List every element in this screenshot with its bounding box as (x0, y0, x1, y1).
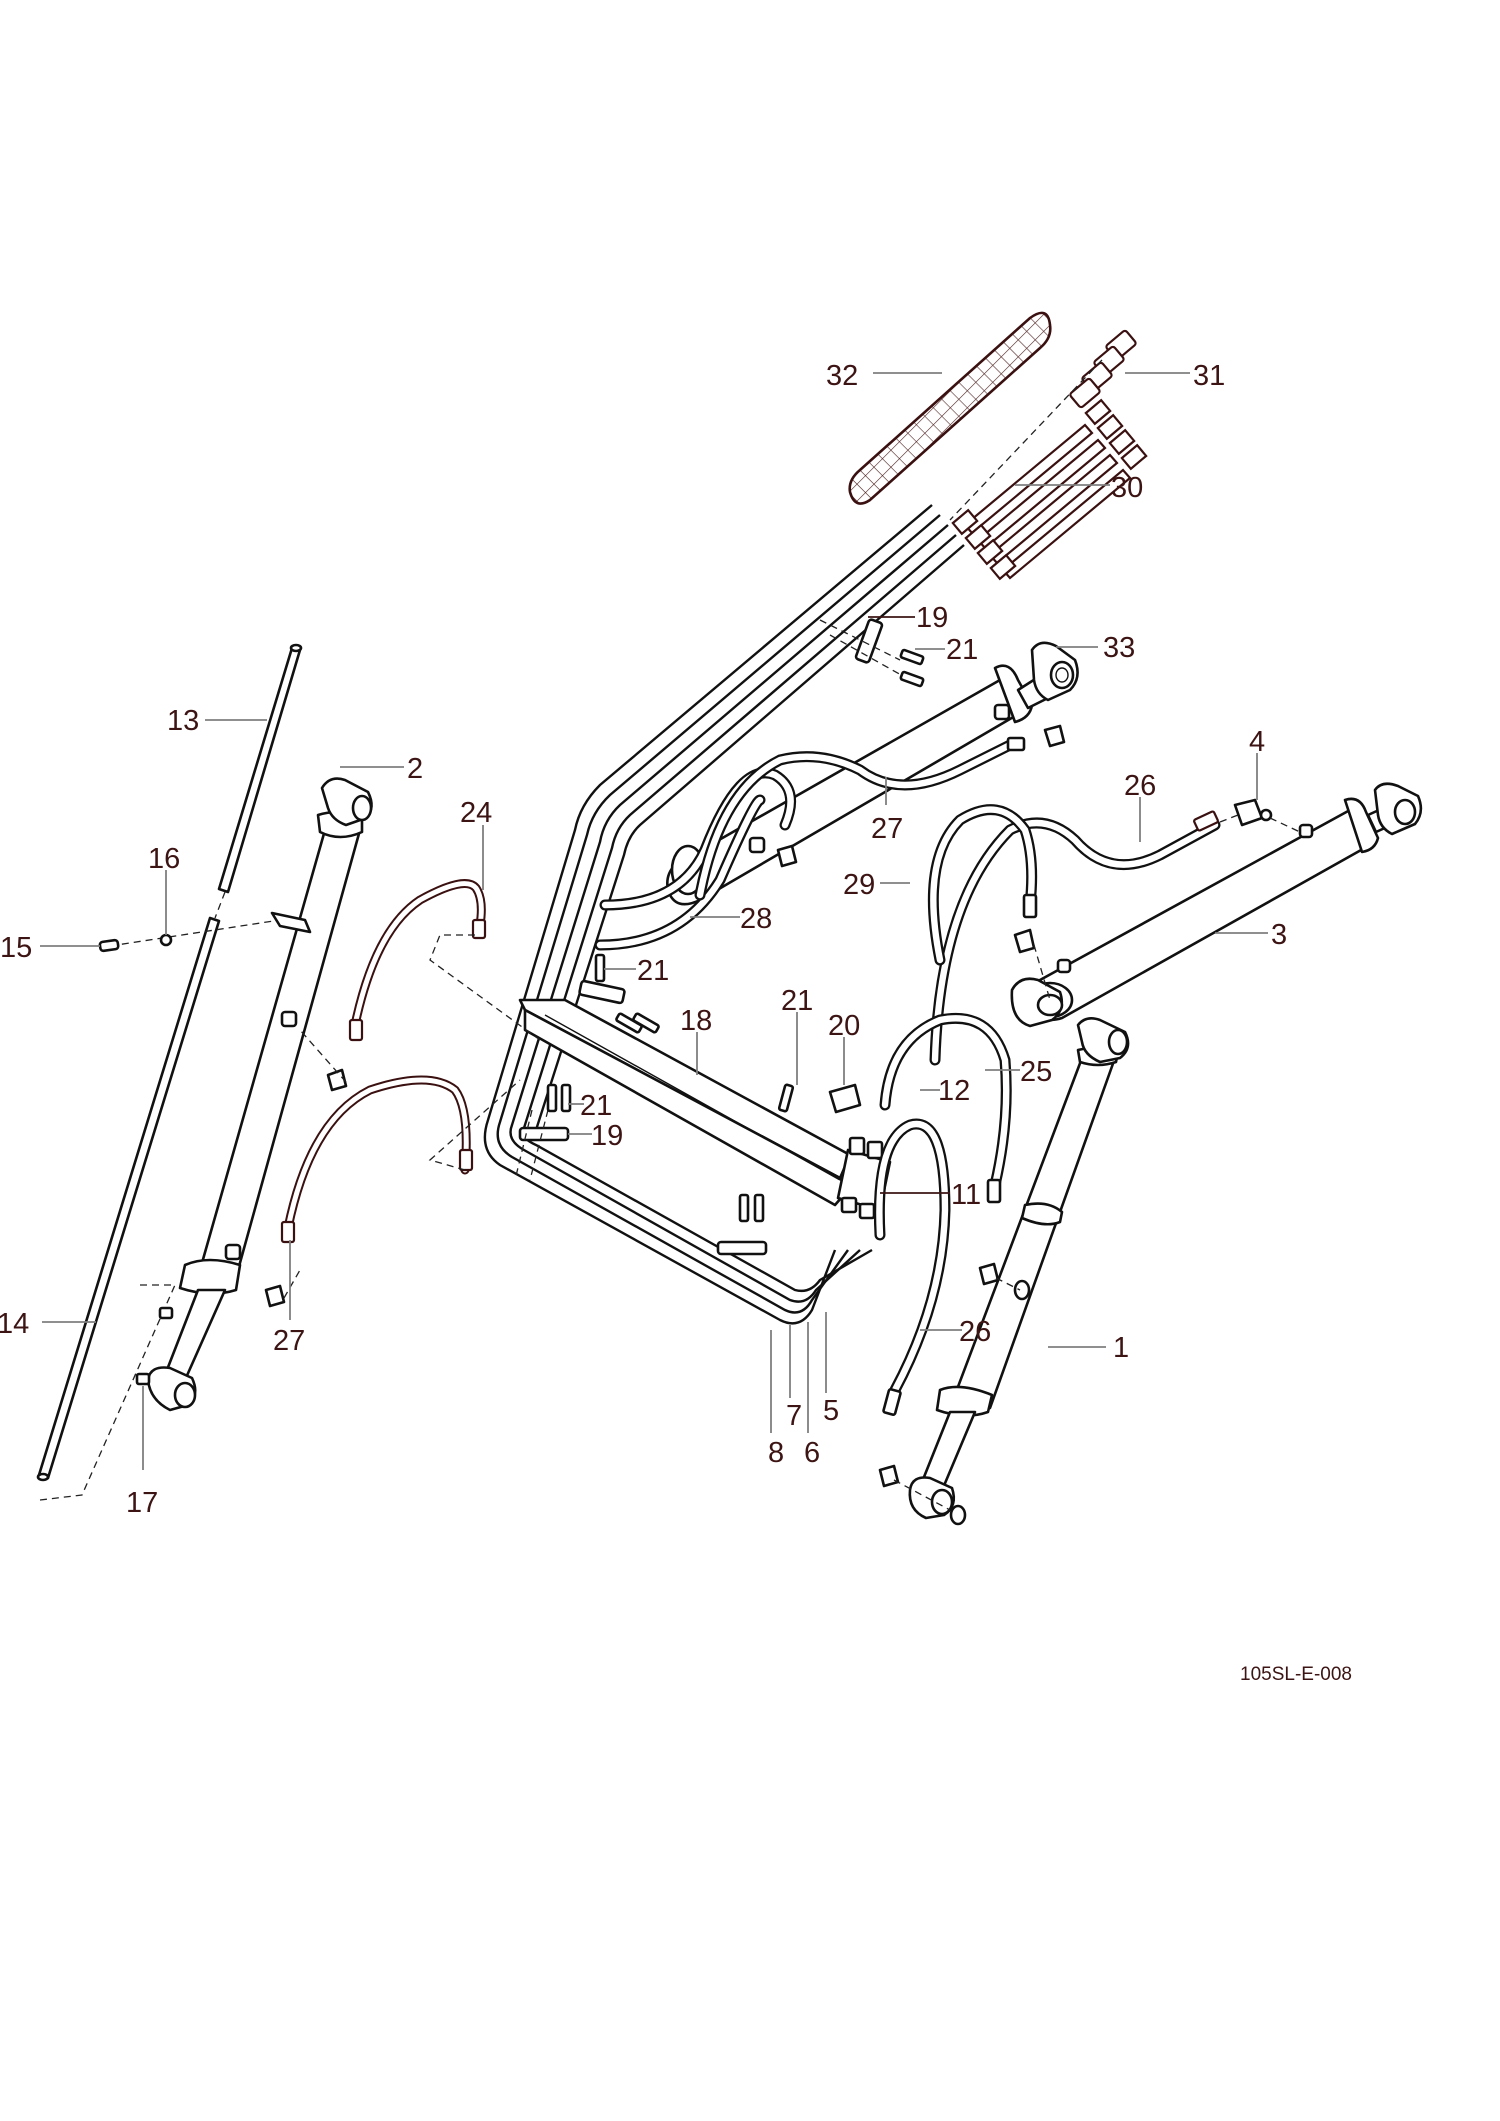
callout-29: 29 (843, 869, 875, 901)
callout-27-lower: 27 (273, 1325, 305, 1357)
hose-27-upper (694, 736, 1026, 901)
callout-27-upper: 27 (871, 813, 903, 845)
callout-32: 32 (826, 360, 858, 392)
leader-lines (40, 372, 1268, 1470)
quick-coupler-part (949, 329, 1137, 521)
clip-part (828, 1083, 862, 1114)
hose-26-lower (873, 1118, 951, 1416)
hose-25 (879, 1012, 1012, 1204)
callout-20: 20 (828, 1010, 860, 1042)
callout-18: 18 (680, 1005, 712, 1037)
callout-26-upper: 26 (1124, 770, 1156, 802)
callout-24: 24 (460, 797, 492, 829)
callout-8: 8 (768, 1437, 784, 1469)
elbow-fittings (264, 724, 1066, 1511)
callout-2: 2 (407, 753, 423, 785)
rod-mount-dash (109, 919, 281, 947)
rod-bracket-part (270, 911, 312, 934)
callout-5: 5 (823, 1395, 839, 1427)
callout-31: 31 (1193, 360, 1225, 392)
hose-29 (927, 804, 1038, 966)
hose-clamp-upper (819, 618, 911, 681)
callout-6: 6 (804, 1437, 820, 1469)
steel-pipe-bundle (483, 504, 965, 1325)
hose-clamp-mid (578, 979, 626, 1005)
callout-26-lower: 26 (959, 1316, 991, 1348)
callout-28: 28 (740, 903, 772, 935)
callout-4: 4 (1249, 726, 1265, 758)
hose-sleeve-part (848, 311, 1052, 505)
rod-lower-dash (39, 1284, 176, 1501)
hose-26-upper (929, 810, 1221, 1066)
bolts (546, 648, 925, 1223)
elbow-fitting-4 (1219, 798, 1301, 833)
callout-16: 16 (148, 843, 180, 875)
rod-upper-part (217, 643, 303, 894)
callout-25: 25 (1020, 1056, 1052, 1088)
mounting-plate-part (518, 998, 852, 1207)
bucket-cylinder-right-part (1010, 782, 1423, 1028)
nut-part (135, 1306, 174, 1386)
callout-11: 11 (951, 1179, 981, 1211)
callout-12: 12 (938, 1075, 970, 1107)
callout-21-lower: 21 (580, 1090, 612, 1122)
hose-clamp-lower (514, 1109, 570, 1181)
callout-13: 13 (167, 705, 199, 737)
hose-27-lower (280, 1075, 521, 1244)
callout-labels: 32 31 30 19 21 33 13 2 24 4 26 27 16 29 … (0, 360, 1287, 1519)
callout-21-upper: 21 (946, 634, 978, 666)
rod-lower-part (36, 916, 221, 1482)
lift-cylinder-left-part (146, 777, 373, 1412)
lift-cylinder-right-part (908, 1017, 1130, 1526)
callout-17: 17 (126, 1487, 158, 1519)
hose-clamp-right (716, 1240, 768, 1256)
callout-1: 1 (1113, 1332, 1129, 1364)
callout-14: 14 (0, 1308, 29, 1340)
callout-7: 7 (786, 1400, 802, 1432)
callout-19-lower: 19 (591, 1120, 623, 1152)
hose-24 (348, 879, 541, 1042)
hose-set-part (951, 398, 1148, 581)
callout-19-upper: 19 (916, 602, 948, 634)
callout-21-mid-right: 21 (781, 985, 813, 1017)
screw-part (98, 938, 120, 953)
callout-3: 3 (1271, 919, 1287, 951)
callout-30: 30 (1111, 472, 1143, 504)
callout-21-mid-left: 21 (637, 955, 669, 987)
callout-33: 33 (1103, 632, 1135, 664)
rod-joint-dash (214, 891, 226, 919)
washer-part (159, 933, 173, 947)
callout-15: 15 (0, 932, 32, 964)
drawing-code: 105SL-E-008 (1240, 1664, 1352, 1685)
